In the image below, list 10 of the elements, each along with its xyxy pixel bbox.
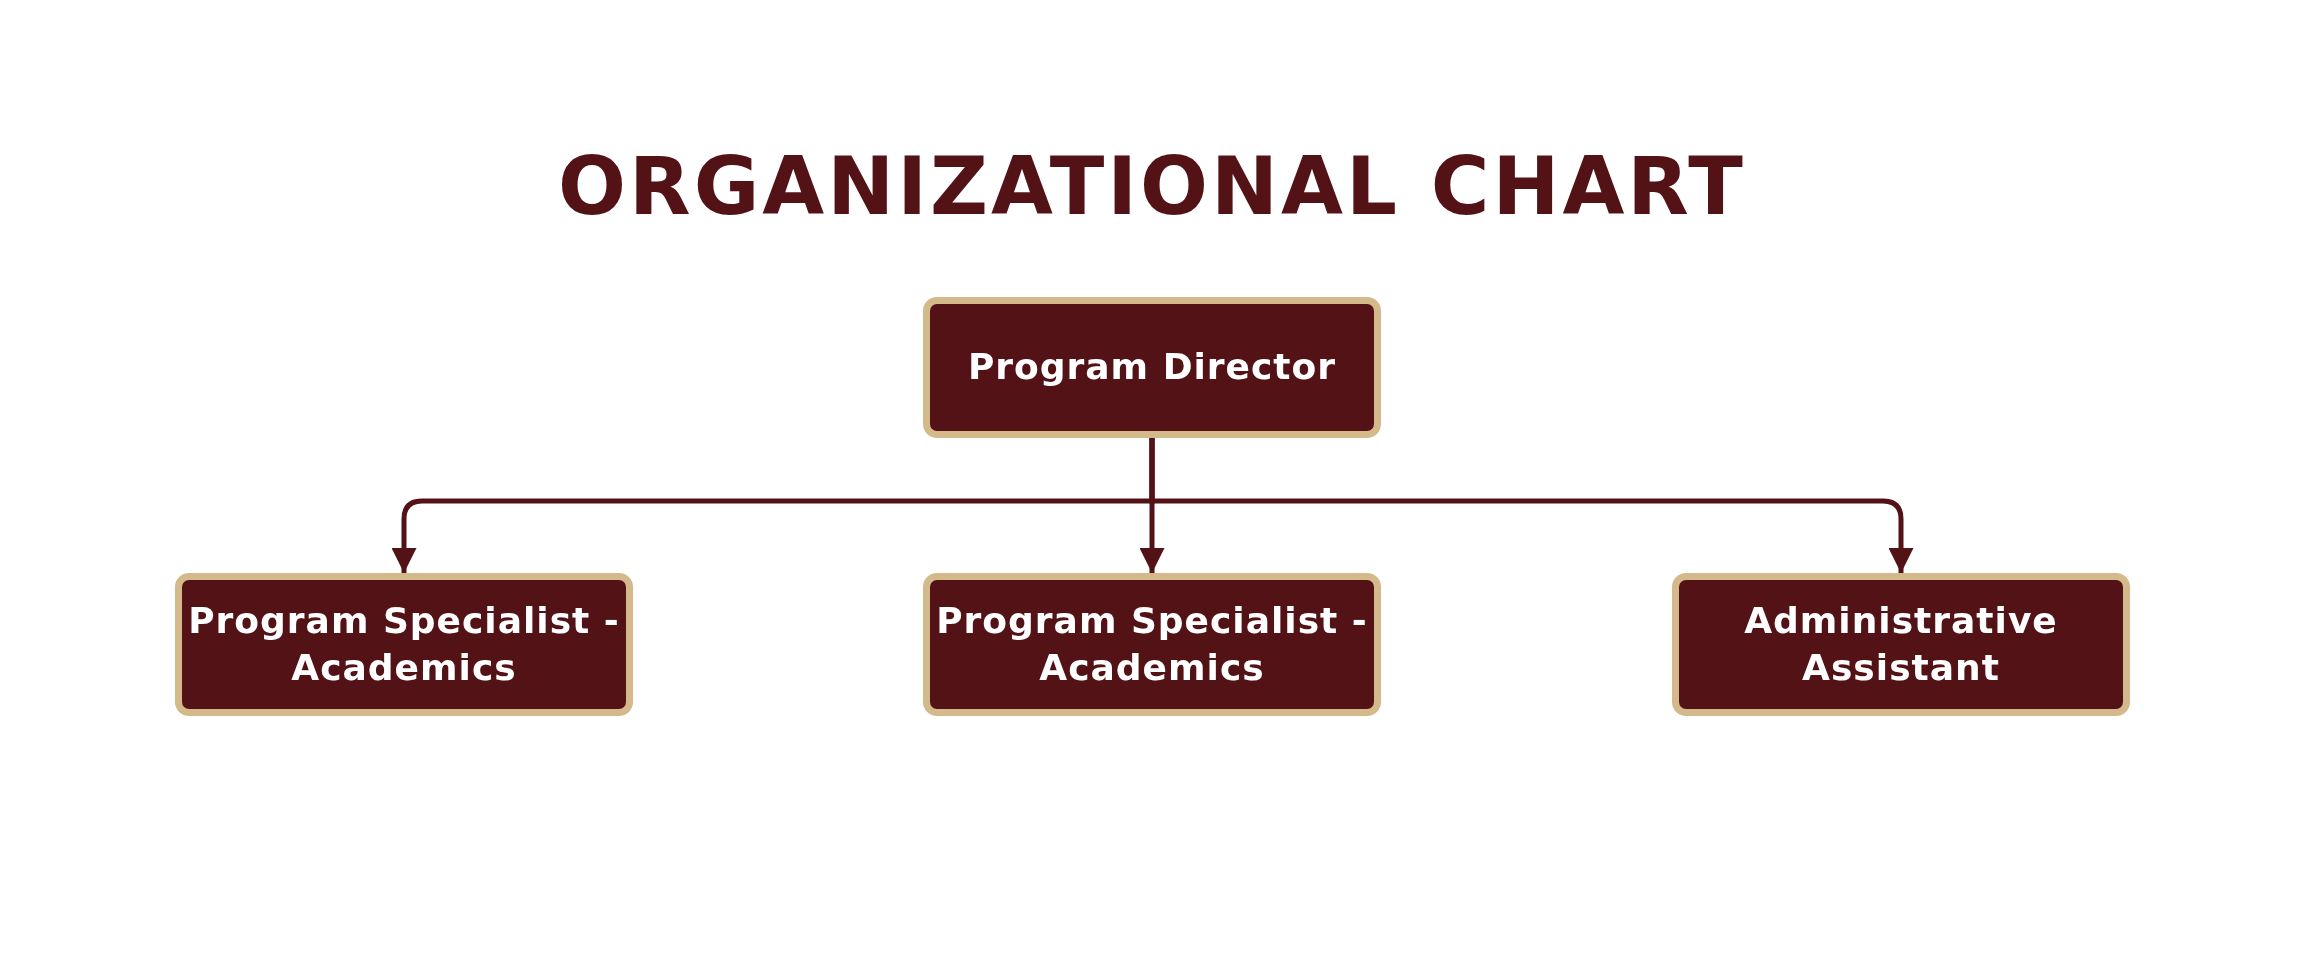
role-box <box>923 573 1381 716</box>
role-box <box>923 297 1381 438</box>
role-title: Administrative Assistant <box>1743 598 2059 690</box>
chart-title: ORGANIZATIONAL CHART <box>557 140 1747 233</box>
role-box <box>1672 573 2130 716</box>
role-title: Program Specialist - Academics <box>187 598 621 690</box>
connector-arrow <box>1149 438 1914 573</box>
role-title: Program Director <box>967 345 1337 390</box>
role-box <box>175 573 633 716</box>
role-title: Program Specialist - Academics <box>935 598 1369 690</box>
